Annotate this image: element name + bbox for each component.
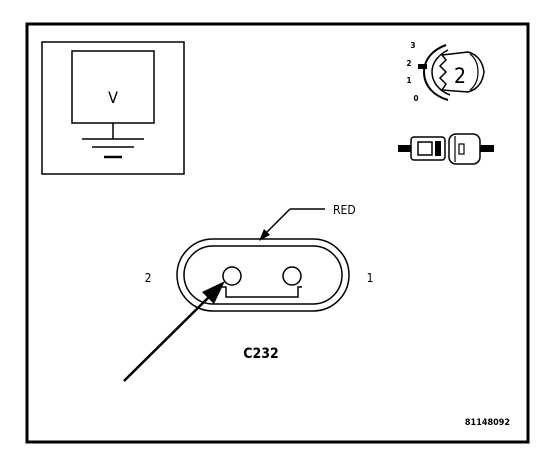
key-pointer — [418, 64, 427, 69]
key-head — [438, 51, 485, 93]
key-pos-2: 2 — [406, 59, 411, 68]
meter-frame — [41, 41, 185, 175]
connector-inner-shell — [183, 245, 343, 305]
figure-id: 81148092 — [465, 418, 510, 428]
disconnected-connector-icon — [398, 133, 494, 165]
cavity-pin-2 — [222, 266, 242, 286]
meter-symbol-label: V — [108, 88, 118, 107]
wire-color-label: RED — [333, 203, 356, 217]
connector-face: 2 1 C232 — [145, 238, 374, 362]
plug-left-wire — [398, 145, 412, 152]
outer-border — [25, 22, 530, 444]
probe-arrow — [123, 281, 225, 382]
key-pos-0: 0 — [413, 94, 418, 103]
key-cylinder — [422, 44, 449, 101]
plug-left-terminal — [417, 141, 433, 156]
plug-right-terminal — [458, 143, 465, 155]
key-head-edge — [469, 53, 479, 91]
connector-keyway — [222, 286, 302, 298]
key-position-icon: 3 2 1 0 2 — [406, 41, 485, 103]
pin-label-1: 1 — [367, 271, 374, 285]
key-pos-3: 3 — [410, 41, 415, 50]
plug-left-latch — [435, 141, 441, 156]
wire-color-callout: RED — [259, 203, 356, 241]
voltmeter-symbol: V — [41, 41, 185, 175]
meter-display — [71, 50, 155, 124]
connector-outer-shell — [176, 238, 350, 312]
plug-right-wire — [480, 145, 494, 152]
cavity-pin-1 — [282, 266, 302, 286]
probe-arrow-shaft — [123, 293, 213, 382]
probe-arrowhead — [202, 281, 225, 304]
key-pos-1: 1 — [406, 76, 411, 85]
callout-arrowhead — [259, 229, 270, 241]
pin-label-2: 2 — [145, 271, 152, 285]
key-selected-position: 2 — [454, 64, 466, 88]
connector-name: C232 — [243, 346, 279, 362]
